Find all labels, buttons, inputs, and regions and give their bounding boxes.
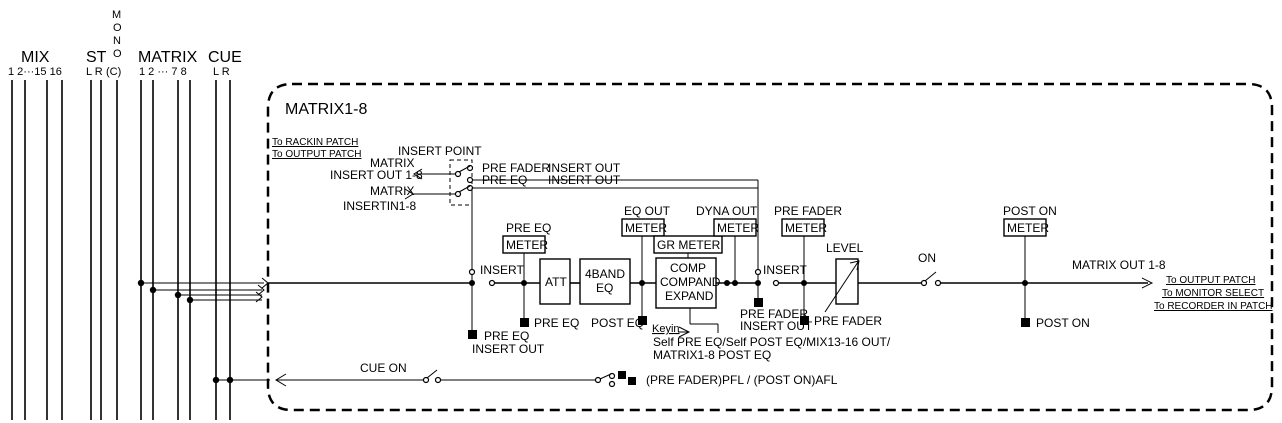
eq-block — [579, 258, 631, 305]
eq-out-meter-box — [621, 218, 665, 237]
post-eq-tap-label: POST EQ — [591, 316, 644, 330]
pfl-afl-label: (PRE FADER)PFL / (POST ON)AFL — [646, 373, 838, 387]
mix-label: MIX — [21, 49, 50, 66]
st-label: ST — [86, 49, 107, 66]
eq-out-meter-word: METER — [625, 221, 667, 235]
pre-fader-meter-label: PRE FADER — [774, 204, 842, 218]
dyna-out-meter-word: METER — [717, 221, 759, 235]
eq-out-meter-label: EQ OUT — [624, 204, 671, 218]
comp-label-2: COMPAND — [660, 275, 721, 289]
mix-channels: 1 2···15 16 — [8, 66, 62, 78]
section-title: MATRIX1-8 — [285, 101, 367, 118]
mono-letter-3: N — [113, 35, 121, 47]
mono-letter-4: O — [113, 48, 122, 60]
to-rackin-patch-label: To RACKIN PATCH — [272, 137, 358, 148]
st-channels: L R — [86, 66, 103, 78]
mono-letter-2: O — [113, 22, 122, 34]
att-block — [539, 258, 571, 305]
post-on-meter-word: METER — [1007, 221, 1049, 235]
insert-opt-pre-eq: PRE EQ — [482, 173, 527, 187]
matrix-insert-out-label-1: MATRIX — [370, 156, 414, 170]
mono-letter-1: M — [112, 9, 121, 21]
pre-eq-insert-out-label-2: INSERT OUT — [472, 342, 545, 356]
insert-point-switch-box — [449, 159, 473, 206]
insert-opt-insert-out-2: INSERT OUT — [548, 173, 621, 187]
bus-taps — [137, 277, 269, 384]
insert-opt-insert-out-1: INSERT OUT — [548, 161, 621, 175]
matrix-out-label: MATRIX OUT 1-8 — [1072, 258, 1166, 272]
matrix-label: MATRIX — [138, 49, 198, 66]
mono-c-label: (C) — [106, 66, 121, 78]
pre-eq-insert-out-label-1: PRE EQ — [484, 329, 529, 343]
to-recorder-in-patch-dest: To RECORDER IN PATCH — [1154, 301, 1273, 312]
cue-channels: L R — [213, 66, 230, 78]
on-label: ON — [918, 251, 936, 265]
insert-point-title: INSERT POINT — [398, 144, 482, 158]
pre-fader-meter-box — [781, 218, 825, 237]
pre-fader-insert-out-label-1: PRE FADER — [740, 307, 808, 321]
eq-label-2: EQ — [596, 281, 613, 295]
to-output-patch-label: To OUTPUT PATCH — [272, 149, 361, 160]
matrix-insert-in-label-1: MATRIX — [370, 184, 414, 198]
to-output-patch-dest: To OUTPUT PATCH — [1166, 275, 1255, 286]
post-on-meter-label: POST ON — [1003, 204, 1057, 218]
pre-fader-meter-word: METER — [785, 221, 827, 235]
insert-point-block: INSERT POINT MATRIX INSERT OUT 1-8 MATRI… — [330, 144, 759, 270]
matrix-insert-in-label-2: INSERTIN1-8 — [343, 199, 416, 213]
cue-label: CUE — [208, 49, 242, 66]
gr-meter-label: GR METER — [657, 238, 721, 252]
insert-opt-pre-fader: PRE FADER — [482, 161, 550, 175]
att-label: ATT — [545, 275, 567, 289]
bus-headers: MIX 1 2···15 16 ST L R M O N O (C) MATRI… — [8, 9, 242, 78]
comp-label-3: EXPAND — [665, 289, 714, 303]
pre-eq-tap-label: PRE EQ — [534, 316, 579, 330]
matrix-channels: 1 2 ··· 7 8 — [139, 66, 187, 78]
cue-path: CUE ON (PRE FADER)PFL / (POST ON)AFL — [230, 361, 838, 388]
keyin-label: Keyin — [652, 323, 680, 335]
pre-eq-meter-label: PRE EQ — [506, 221, 551, 235]
matrix-insert-out-label-2: INSERT OUT 1-8 — [330, 168, 423, 182]
bus-lines — [11, 80, 231, 420]
main-signal-path: INSERT PRE EQ INSERT OUT PRE EQ METER PR… — [268, 204, 1273, 362]
post-on-tap-label: POST ON — [1036, 316, 1090, 330]
level-label: LEVEL — [826, 241, 864, 255]
keyin-source-1: Self PRE EQ/Self POST EQ/MIX13-16 OUT/ — [653, 335, 891, 349]
pre-eq-meter-word: METER — [506, 238, 548, 252]
insert-label-2: INSERT — [763, 263, 807, 277]
keyin-source-2: MATRIX1-8 POST EQ — [653, 348, 771, 362]
cue-on-label: CUE ON — [360, 361, 407, 375]
pre-fader-insert-out-label-2: INSERT OUT — [740, 319, 813, 333]
eq-label-1: 4BAND — [585, 267, 625, 281]
insert-label-1: INSERT — [480, 263, 524, 277]
matrix-section-border — [266, 82, 1274, 412]
comp-label-1: COMP — [670, 261, 706, 275]
pre-fader-tap-label: PRE FADER — [814, 314, 882, 328]
to-monitor-select-dest: To MONITOR SELECT — [1162, 288, 1264, 299]
level-fader-block — [835, 258, 859, 305]
dyna-out-meter-label: DYNA OUT — [696, 204, 758, 218]
